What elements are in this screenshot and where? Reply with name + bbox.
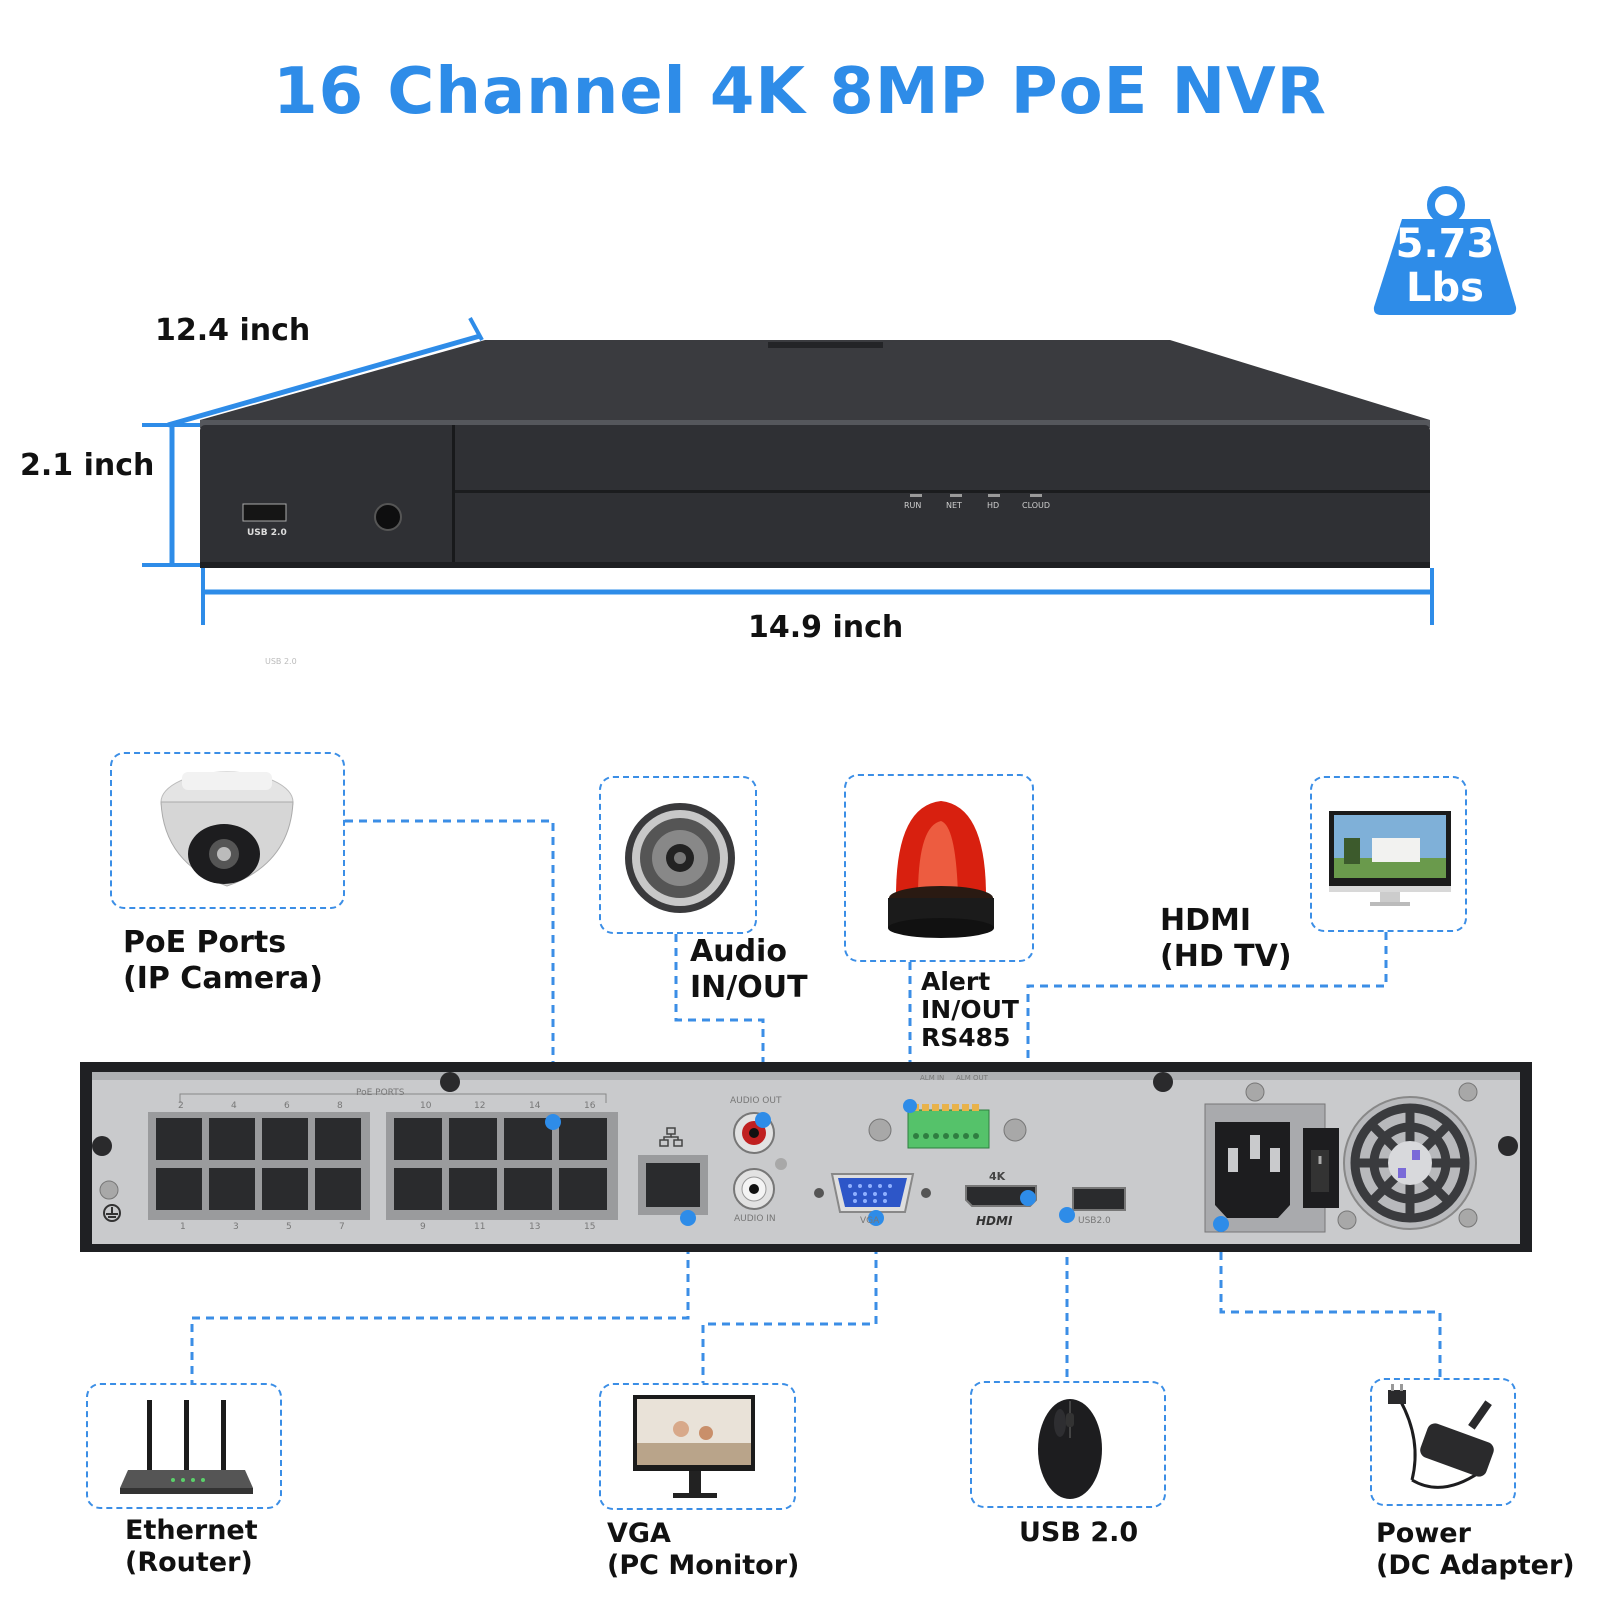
- indicator-net-label: NET: [946, 501, 962, 510]
- hdmi-callout-label: HDMI (HD TV): [1160, 903, 1292, 975]
- front-power-button: [374, 503, 402, 531]
- poe-camera-box: [110, 752, 345, 909]
- front-usb-label: USB 2.0: [247, 528, 287, 538]
- depth-dimension-label: 12.4 inch: [155, 313, 311, 348]
- vga-callout-line2: (PC Monitor): [607, 1550, 800, 1581]
- poe-port-number: 15: [584, 1222, 596, 1232]
- usb-box: [970, 1381, 1166, 1508]
- power-callout-line1: Power: [1376, 1518, 1471, 1549]
- indicator-run-label: RUN: [904, 501, 922, 510]
- hdmi-box: [1310, 776, 1467, 932]
- poe-port-number: 4: [231, 1101, 237, 1111]
- front-usb-port: [242, 503, 287, 522]
- poe-callout-line2: (IP Camera): [123, 961, 323, 996]
- rear-usb-label: USB2.0: [1078, 1216, 1111, 1226]
- poe-port-number: 9: [420, 1222, 426, 1232]
- poe-ports-right: [386, 1112, 618, 1220]
- poe-port-number: 13: [529, 1222, 541, 1232]
- ethernet-box: [86, 1383, 282, 1509]
- poe-port-number: 5: [286, 1222, 292, 1232]
- poe-port-number: 16: [584, 1101, 596, 1111]
- router-icon: [120, 1400, 253, 1494]
- audio-callout-line1: Audio: [690, 934, 787, 969]
- mouse-icon: [1038, 1399, 1102, 1499]
- hdmi-port: [965, 1185, 1037, 1207]
- indicator-hd-label: HD: [987, 501, 1000, 510]
- poe-port-number: 10: [420, 1101, 432, 1111]
- nvr-front-view: [142, 317, 1434, 625]
- stray-usb-label: USB 2.0: [265, 657, 297, 666]
- weight-label: 5.73 Lbs: [1370, 222, 1520, 310]
- hdmi-callout-line1: HDMI: [1160, 903, 1252, 938]
- audio-box: [599, 776, 757, 934]
- vga-port-label: VGA: [860, 1216, 880, 1226]
- weight-tag-icon: [1373, 186, 1517, 315]
- poe-port-number: 6: [284, 1101, 290, 1111]
- hdmi-4k-label: 4K: [989, 1170, 1006, 1183]
- speaker-icon: [625, 803, 735, 913]
- poe-port-number: 14: [529, 1101, 541, 1111]
- alarm-terminal-block: [907, 1109, 990, 1149]
- poe-port-number: 8: [337, 1101, 343, 1111]
- width-dimension-label: 14.9 inch: [748, 610, 904, 645]
- poe-port-number: 12: [474, 1101, 486, 1111]
- alert-callout-line2: IN/OUT: [921, 995, 1019, 1024]
- power-box: [1370, 1378, 1516, 1506]
- alarm-out-label: ALM OUT: [956, 1074, 988, 1082]
- rear-usb-port: [1072, 1187, 1126, 1211]
- weight-value: 5.73: [1395, 221, 1495, 267]
- poe-port-number: 1: [180, 1222, 186, 1232]
- alert-box: [844, 774, 1034, 962]
- usb-callout-label: USB 2.0: [1019, 1517, 1139, 1548]
- audio-callout-line2: IN/OUT: [690, 970, 808, 1005]
- hdmi-callout-line2: (HD TV): [1160, 939, 1292, 974]
- alert-callout-label: Alert IN/OUT RS485: [921, 968, 1019, 1052]
- ethernet-callout-line2: (Router): [125, 1547, 253, 1578]
- audio-callout-label: Audio IN/OUT: [690, 934, 808, 1006]
- height-dimension-label: 2.1 inch: [20, 448, 155, 483]
- indicator-cloud-label: CLOUD: [1022, 501, 1051, 510]
- power-adapter-icon: [1388, 1384, 1494, 1489]
- poe-ports-header: PoE PORTS: [356, 1088, 405, 1098]
- poe-port-number: 3: [233, 1222, 239, 1232]
- ethernet-callout-label: Ethernet (Router): [125, 1515, 258, 1579]
- poe-ports-left: [148, 1112, 370, 1220]
- alert-callout-line1: Alert: [921, 967, 991, 996]
- monitor-icon: [1329, 811, 1451, 906]
- weight-unit: Lbs: [1406, 265, 1484, 311]
- alarm-in-label: ALM IN: [920, 1074, 945, 1082]
- power-callout-label: Power (DC Adapter): [1376, 1518, 1575, 1582]
- audio-in-label: AUDIO IN: [734, 1214, 776, 1224]
- hdmi-port-label: HDMI: [976, 1214, 1013, 1228]
- pc-monitor-icon: [633, 1395, 755, 1498]
- vga-callout-line1: VGA: [607, 1518, 671, 1549]
- power-inlet: [1215, 1122, 1290, 1218]
- dome-camera-icon: [160, 771, 294, 887]
- poe-port-number: 11: [474, 1222, 486, 1232]
- audio-out-label: AUDIO OUT: [730, 1096, 782, 1106]
- poe-port-number: 2: [178, 1101, 184, 1111]
- page-title: 16 Channel 4K 8MP PoE NVR: [273, 55, 1327, 129]
- nvr-top-surface: [200, 340, 1430, 420]
- vga-callout-label: VGA (PC Monitor): [607, 1518, 799, 1582]
- nvr-front-face: [200, 425, 1430, 568]
- poe-port-number: 7: [339, 1222, 345, 1232]
- ethernet-callout-line1: Ethernet: [125, 1515, 258, 1546]
- poe-callout-label: PoE Ports (IP Camera): [123, 925, 323, 997]
- power-callout-line2: (DC Adapter): [1376, 1550, 1575, 1581]
- poe-callout-line1: PoE Ports: [123, 925, 287, 960]
- siren-icon: [888, 801, 994, 938]
- vga-box: [599, 1383, 796, 1510]
- alert-callout-line3: RS485: [921, 1023, 1011, 1052]
